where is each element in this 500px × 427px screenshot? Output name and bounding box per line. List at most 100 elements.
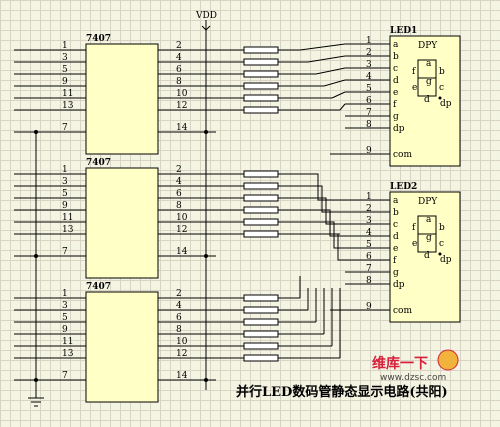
chip-pin-number: 8 bbox=[176, 77, 182, 87]
led-dp-dot bbox=[438, 96, 442, 100]
chip-pin-number: 12 bbox=[176, 225, 187, 235]
junction-dot bbox=[34, 254, 38, 258]
chip-pin-number: 5 bbox=[62, 189, 68, 199]
chip-pin-number: 4 bbox=[176, 301, 182, 311]
led-pin-name: e bbox=[393, 88, 398, 98]
vdd-label: VDD bbox=[195, 11, 217, 21]
junction-dot bbox=[204, 130, 208, 134]
led-segment-label: b bbox=[439, 223, 445, 233]
led-pin-number: 9 bbox=[366, 146, 372, 156]
bus-wire bbox=[337, 233, 345, 261]
chip-pin-number: 9 bbox=[62, 325, 68, 335]
watermark-brand: 维库一下 bbox=[372, 355, 428, 372]
bus-wire bbox=[299, 43, 346, 51]
bus-wire bbox=[332, 221, 345, 249]
led-dp-dot bbox=[438, 252, 442, 256]
chip-pin-number: 11 bbox=[62, 337, 73, 347]
led-segment-label: d bbox=[424, 251, 430, 261]
led-pin-name: c bbox=[393, 220, 398, 230]
led-segment-label: b bbox=[439, 67, 445, 77]
led-ref: LED1 bbox=[390, 26, 417, 36]
chip-pin-number: 6 bbox=[176, 313, 182, 323]
led-pin-number: 8 bbox=[366, 120, 372, 130]
chip-body bbox=[85, 167, 159, 279]
chip-pin-number: 1 bbox=[62, 41, 68, 51]
resistor bbox=[243, 82, 279, 90]
vdd-arrow bbox=[205, 25, 211, 31]
led-pin-number: 3 bbox=[366, 216, 372, 226]
chip-body bbox=[85, 291, 159, 403]
resistor bbox=[243, 342, 279, 350]
chip-body bbox=[85, 43, 159, 155]
chip-pin-number: 11 bbox=[62, 213, 73, 223]
resistor bbox=[243, 306, 279, 314]
resistor bbox=[243, 94, 279, 102]
chip-pin-number: 14 bbox=[176, 123, 188, 133]
led-pin-number: 2 bbox=[366, 48, 372, 58]
chip-pin-number: 2 bbox=[176, 289, 182, 299]
chip-pin-number: 10 bbox=[176, 89, 188, 99]
resistor bbox=[243, 318, 279, 326]
resistor bbox=[243, 354, 279, 362]
chip-pin-number: 7 bbox=[62, 123, 68, 133]
led-pin-name: f bbox=[393, 100, 397, 110]
resistor bbox=[243, 182, 279, 190]
chip-pin-number: 12 bbox=[176, 101, 187, 111]
led-pin-number: 4 bbox=[366, 228, 372, 238]
led-pin-number: 4 bbox=[366, 72, 372, 82]
led-pin-number: 6 bbox=[366, 96, 372, 106]
led-segment-label: g bbox=[426, 77, 432, 87]
bus-wire bbox=[307, 55, 346, 63]
chip-pin-number: 5 bbox=[62, 313, 68, 323]
vdd-arrow bbox=[201, 25, 207, 31]
led-segment-label: d bbox=[424, 95, 430, 105]
led-pin-name: com bbox=[393, 150, 412, 160]
chip-pin-number: 1 bbox=[62, 289, 68, 299]
junction-dot bbox=[204, 254, 208, 258]
led-pin-name: d bbox=[393, 232, 399, 242]
led-type: DPY bbox=[418, 41, 438, 51]
junction-dot bbox=[204, 378, 208, 382]
chip-pin-number: 8 bbox=[176, 325, 182, 335]
led-pin-number: 5 bbox=[366, 84, 372, 94]
led-pin-name: dp bbox=[393, 124, 405, 134]
led-pin-name: g bbox=[393, 112, 399, 122]
chip-pin-number: 6 bbox=[176, 189, 182, 199]
led-segment-label: e bbox=[412, 83, 417, 93]
led-segment-label: f bbox=[412, 223, 416, 233]
chip-pin-number: 13 bbox=[62, 101, 74, 111]
led-type: DPY bbox=[418, 197, 438, 207]
bus-wire bbox=[339, 103, 346, 111]
led-pin-name: d bbox=[393, 76, 399, 86]
resistor bbox=[243, 330, 279, 338]
led-pin-number: 7 bbox=[366, 108, 372, 118]
chip-pin-number: 14 bbox=[176, 371, 188, 381]
bus-wire bbox=[308, 185, 345, 213]
chip-pin-number: 7 bbox=[62, 247, 68, 257]
chip-pin-number: 2 bbox=[176, 165, 182, 175]
resistor bbox=[243, 294, 279, 302]
led-pin-number: 8 bbox=[366, 276, 372, 286]
led-segment-label: e bbox=[412, 239, 417, 249]
led-pin-name: b bbox=[393, 208, 399, 218]
chip-pin-number: 9 bbox=[62, 77, 68, 87]
led-segment-label: g bbox=[426, 233, 432, 243]
chip-pin-number: 10 bbox=[176, 213, 188, 223]
chip-pin-number: 3 bbox=[62, 53, 68, 63]
chip-pin-number: 11 bbox=[62, 89, 73, 99]
led-pin-name: f bbox=[393, 256, 397, 266]
chip-pin-number: 3 bbox=[62, 177, 68, 187]
chip-pin-number: 8 bbox=[176, 201, 182, 211]
chip-pin-number: 3 bbox=[62, 301, 68, 311]
led-segment-label: a bbox=[426, 215, 432, 225]
led-segment-label: f bbox=[412, 67, 416, 77]
led-segment-label: dp bbox=[440, 99, 452, 109]
chip-pin-number: 12 bbox=[176, 349, 187, 359]
resistor bbox=[243, 170, 279, 178]
chip-name: 7407 bbox=[86, 34, 111, 44]
diagram-caption: 并行LED数码管静态显示电路(共阳) bbox=[236, 384, 448, 400]
led-pin-number: 3 bbox=[366, 60, 372, 70]
led-pin-name: e bbox=[393, 244, 398, 254]
resistor bbox=[243, 46, 279, 54]
